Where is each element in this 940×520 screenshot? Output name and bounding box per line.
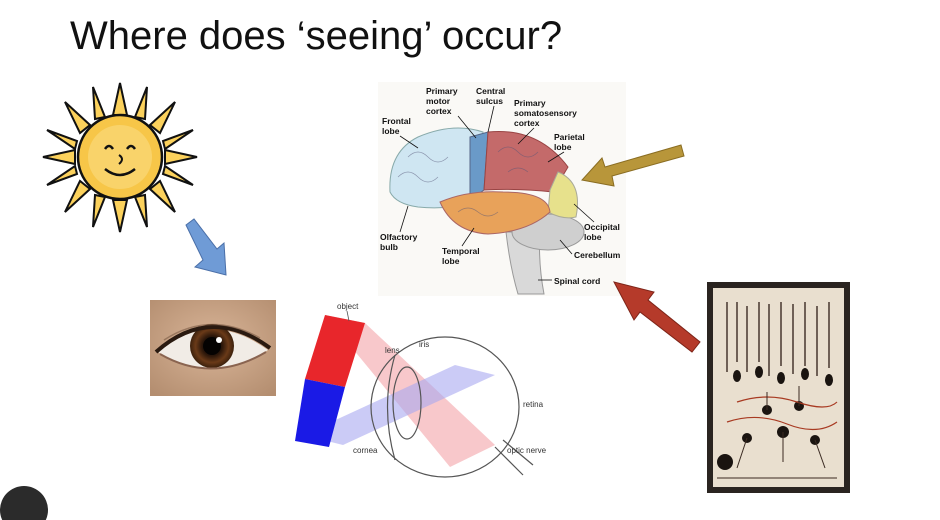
label-primary-motor-1: Primary	[426, 86, 458, 96]
eye-optics-diagram: object lens iris retina cornea optic ner…	[295, 302, 547, 478]
label-primary-motor-3: cortex	[426, 106, 452, 116]
label-somatosensory-3: cortex	[514, 118, 540, 128]
object-red-half	[305, 315, 365, 387]
label-frontal-2: lobe	[382, 126, 400, 136]
label-somatosensory-2: somatosensory	[514, 108, 577, 118]
label-temporal-1: Temporal	[442, 246, 480, 256]
label-object: object	[337, 302, 359, 311]
slide-title: Where does ‘seeing’ occur?	[70, 14, 563, 58]
label-olfactory-2: bulb	[380, 242, 398, 252]
object-blue-half	[295, 379, 345, 447]
label-iris: iris	[419, 340, 429, 349]
arrow-retina-to-brain	[613, 281, 701, 353]
label-somatosensory-1: Primary	[514, 98, 546, 108]
label-retina: retina	[523, 400, 544, 409]
label-cerebellum: Cerebellum	[574, 250, 621, 260]
label-frontal-1: Frontal	[382, 116, 411, 126]
sun-clipart-icon	[42, 82, 198, 233]
arrow-sun-to-eye	[185, 218, 227, 276]
eye-photo-icon	[150, 300, 276, 396]
label-cornea: cornea	[353, 446, 378, 455]
label-occipital-1: Occipital	[584, 222, 620, 232]
label-optic-nerve: optic nerve	[507, 446, 547, 455]
slide-corner-decoration	[0, 486, 48, 520]
label-central-sulcus-1: Central	[476, 86, 505, 96]
label-primary-motor-2: motor	[426, 96, 451, 106]
label-parietal-2: lobe	[554, 142, 572, 152]
label-temporal-2: lobe	[442, 256, 460, 266]
label-olfactory-1: Olfactory	[380, 232, 418, 242]
label-occipital-2: lobe	[584, 232, 602, 242]
label-lens: lens	[385, 346, 400, 355]
label-spinal-cord: Spinal cord	[554, 276, 600, 286]
retina-drawing-icon	[707, 282, 850, 493]
arrow-to-occipital-lobe	[581, 144, 685, 187]
label-central-sulcus-2: sulcus	[476, 96, 503, 106]
label-parietal-1: Parietal	[554, 132, 585, 142]
brain-diagram: Primary motor cortex Central sulcus Prim…	[378, 82, 626, 296]
